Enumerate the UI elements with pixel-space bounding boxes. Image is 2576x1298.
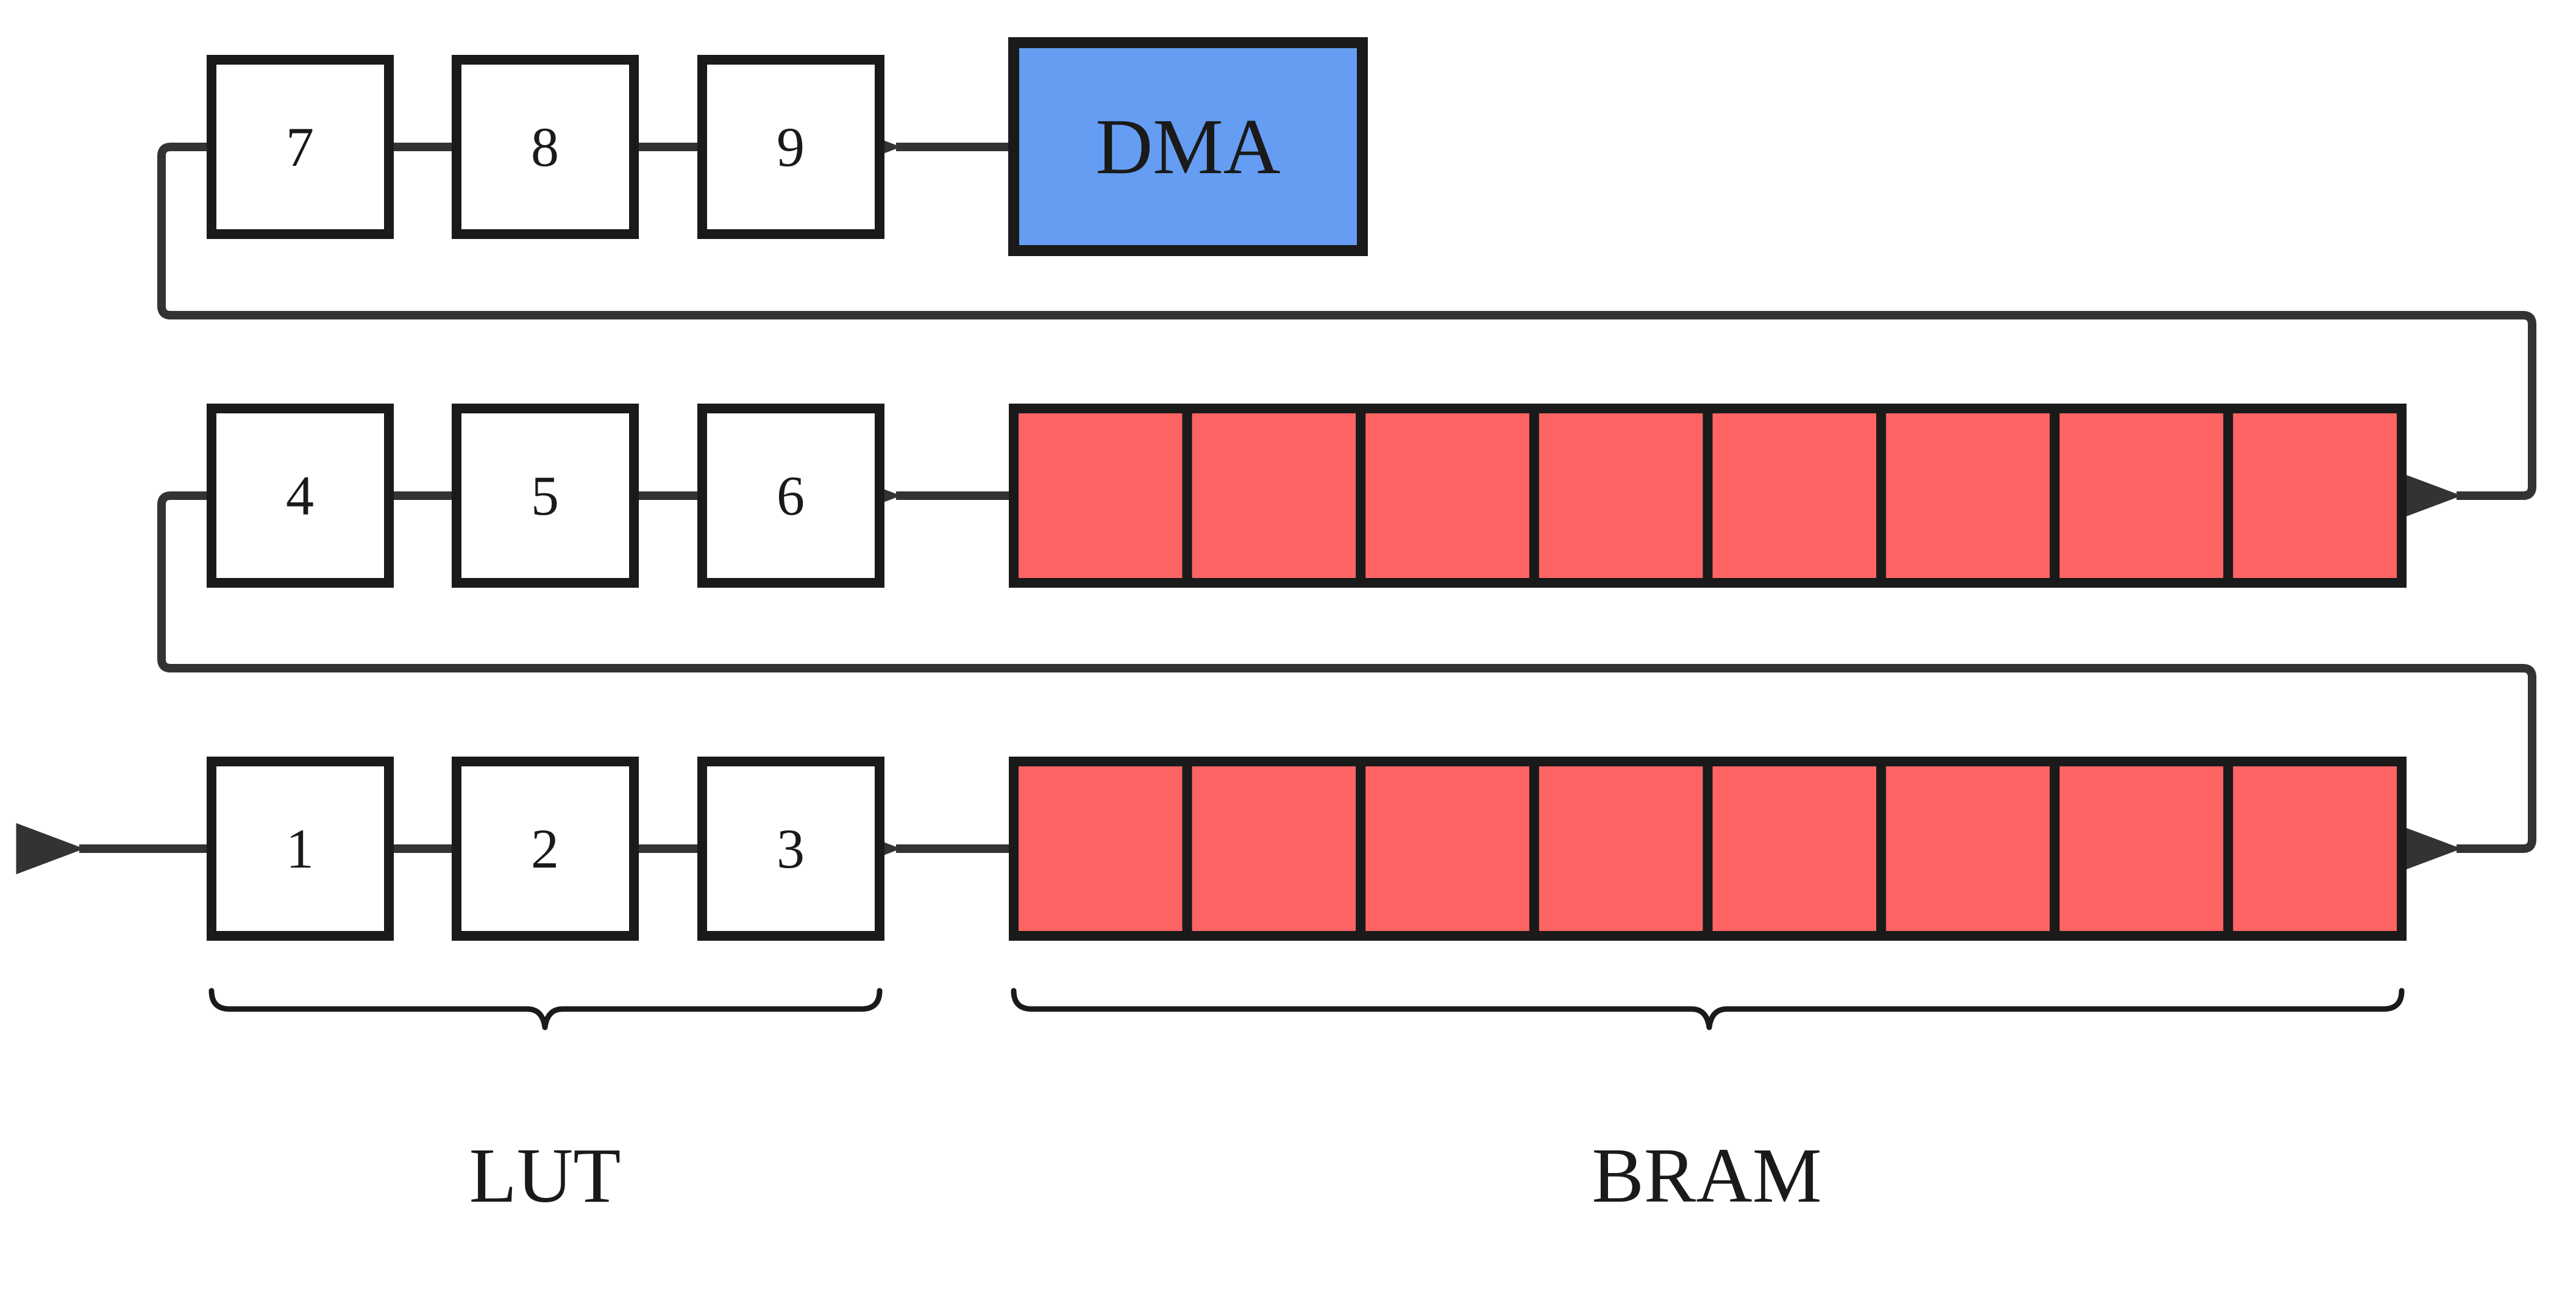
wire-loop-row1-to-row2 <box>157 143 2536 521</box>
lut-cell-1: 1 <box>207 757 394 941</box>
lut-cell-label: 8 <box>531 116 559 178</box>
lut-cell-label: 1 <box>286 818 314 880</box>
lut-cell-label: 5 <box>531 465 559 527</box>
lut-cell-label: 2 <box>531 818 559 880</box>
lut-cell-5: 5 <box>452 404 639 588</box>
bram-cell <box>2223 757 2407 941</box>
bram-cell <box>1009 757 1192 941</box>
lut-cell-label: 7 <box>286 116 314 178</box>
bram-cell <box>1356 404 1539 588</box>
wires <box>16 121 2536 874</box>
bram-cell <box>1182 757 1366 941</box>
lut-row-1: 7 8 9 <box>207 55 884 239</box>
lut-cell-4: 4 <box>207 404 394 588</box>
lut-cell-6: 6 <box>697 404 884 588</box>
bram-cell <box>2223 404 2407 588</box>
wire-loop-row2-to-row3 <box>157 491 2536 874</box>
lut-group-label: LUT <box>469 1132 621 1219</box>
lut-cell-label: 4 <box>286 465 314 527</box>
bram-cell <box>2049 404 2233 588</box>
bram-cell <box>2049 757 2233 941</box>
lut-cell-label: 9 <box>777 116 805 178</box>
dma-block: DMA <box>1008 37 1368 256</box>
bram-cell <box>1703 404 1887 588</box>
lut-row-2: 4 5 6 <box>207 404 884 588</box>
lut-cell-2: 2 <box>452 757 639 941</box>
bram-cell <box>1876 757 2060 941</box>
bram-cell <box>1182 404 1366 588</box>
bram-row-2 <box>1009 404 2407 588</box>
bram-cell <box>1009 404 1192 588</box>
lut-cell-3: 3 <box>697 757 884 941</box>
bram-brace <box>1011 988 2405 1030</box>
lut-brace <box>208 988 883 1030</box>
lut-cell-label: 3 <box>777 818 805 880</box>
bram-cell <box>1876 404 2060 588</box>
bram-cell <box>1529 404 1713 588</box>
lut-row-3: 1 2 3 <box>207 757 884 941</box>
lut-cell-7: 7 <box>207 55 394 239</box>
lut-cell-9: 9 <box>697 55 884 239</box>
lut-cell-8: 8 <box>452 55 639 239</box>
bram-group-label: BRAM <box>1592 1132 1822 1219</box>
bram-row-3 <box>1009 757 2407 941</box>
braces <box>208 988 2405 1030</box>
lut-cell-label: 6 <box>777 465 805 527</box>
bram-cell <box>1703 757 1887 941</box>
bram-cell <box>1356 757 1539 941</box>
dma-label: DMA <box>1095 103 1280 191</box>
bram-cell <box>1529 757 1713 941</box>
